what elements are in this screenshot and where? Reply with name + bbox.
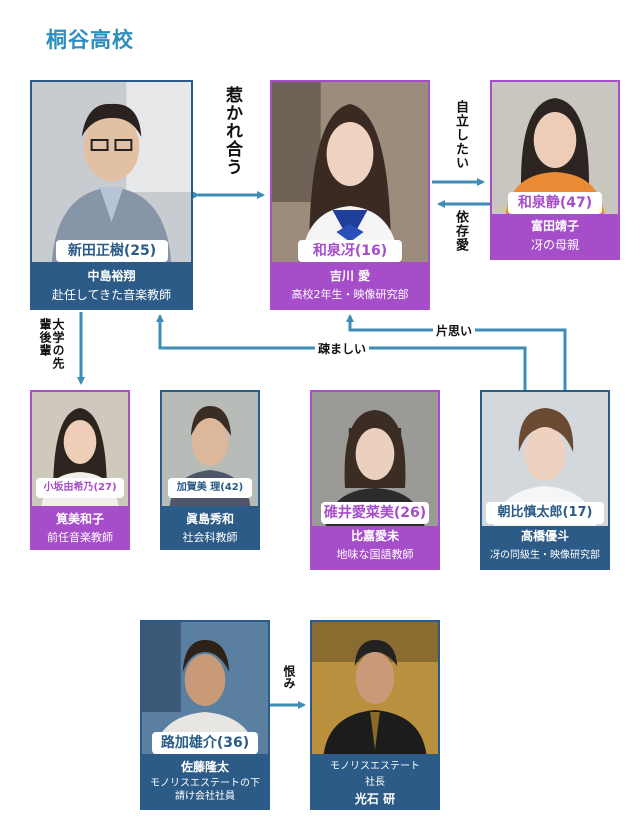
actor-name: 眞島秀和 [162,510,258,527]
relation-label-mother-to-sae: 依存愛 [451,210,470,252]
character-card-usui: 碓井愛菜美(26) 比嘉愛未 地味な国語教師 [310,390,440,570]
portrait-photo [32,82,191,262]
relation-label-text: 大学の先輩後輩 [38,318,64,378]
relation-label-asahi-nitta: 疎ましい [315,340,369,357]
position-title: 社長 [312,773,438,788]
company-name: モノリスエステート [312,757,438,772]
character-card-sae: 和泉冴(16) 吉川 愛 高校2年生・映像研究部 [270,80,430,310]
actor-name: 中島裕翔 [32,267,191,284]
portrait-photo [272,82,428,262]
character-role-label: 小坂由希乃(27) [36,478,124,498]
actor-name: 富田靖子 [492,217,618,234]
actor-name: 比嘉愛未 [312,527,438,544]
relation-label-sae-to-mother: 自立したい [451,100,470,170]
character-description: 冴の母親 [492,236,618,253]
character-description: 前任音楽教師 [32,529,128,545]
actor-name: 髙橋優斗 [482,527,608,544]
character-description: 社会科教師 [162,529,258,545]
character-card-nitta: 新田正樹(25) 中島裕翔 赴任してきた音楽教師 [30,80,193,310]
character-role-label: 和泉静(47) [508,192,602,214]
character-role-label: 路加雄介(36) [152,732,258,754]
relation-label-nitta-sae: 惹かれ合う [220,86,245,176]
relation-label-michika-mitsuishi: 恨み [281,665,298,689]
character-role-label: 和泉冴(16) [298,240,402,262]
character-role-label: 新田正樹(25) [56,240,168,262]
relation-label-nitta-kakemi: 大学の先輩後輩 [38,318,74,378]
portrait-photo [312,622,438,754]
character-card-shizuka: 和泉静(47) 富田靖子 冴の母親 [490,80,620,260]
character-role-label: 加賀美 理(42) [168,478,252,498]
character-description: 地味な国語教師 [312,546,438,562]
character-description: モノリスエステートの下請け会社社員 [148,777,262,803]
actor-name: 佐藤隆太 [142,758,268,775]
character-description: 高校2年生・映像研究部 [272,286,428,302]
actor-name: 吉川 愛 [272,267,428,284]
character-card-mitsuishi: モノリスエステート 社長 光石 研 [310,620,440,810]
character-role-label: 碓井愛菜美(26) [321,502,429,524]
relation-label-asahi-sae: 片思い [433,322,475,339]
character-card-kakemi: 小坂由希乃(27) 筧美和子 前任音楽教師 [30,390,130,550]
character-role-label: 朝比慎太郎(17) [486,502,604,524]
actor-name: 筧美和子 [32,510,128,527]
character-card-michika: 路加雄介(36) 佐藤隆太 モノリスエステートの下請け会社社員 [140,620,270,810]
actor-name: 光石 研 [312,790,438,807]
character-description: 冴の同級生・映像研究部 [482,546,608,561]
character-card-asahi: 朝比慎太郎(17) 髙橋優斗 冴の同級生・映像研究部 [480,390,610,570]
character-card-kagami: 加賀美 理(42) 眞島秀和 社会科教師 [160,390,260,550]
character-description: 赴任してきた音楽教師 [32,286,191,303]
